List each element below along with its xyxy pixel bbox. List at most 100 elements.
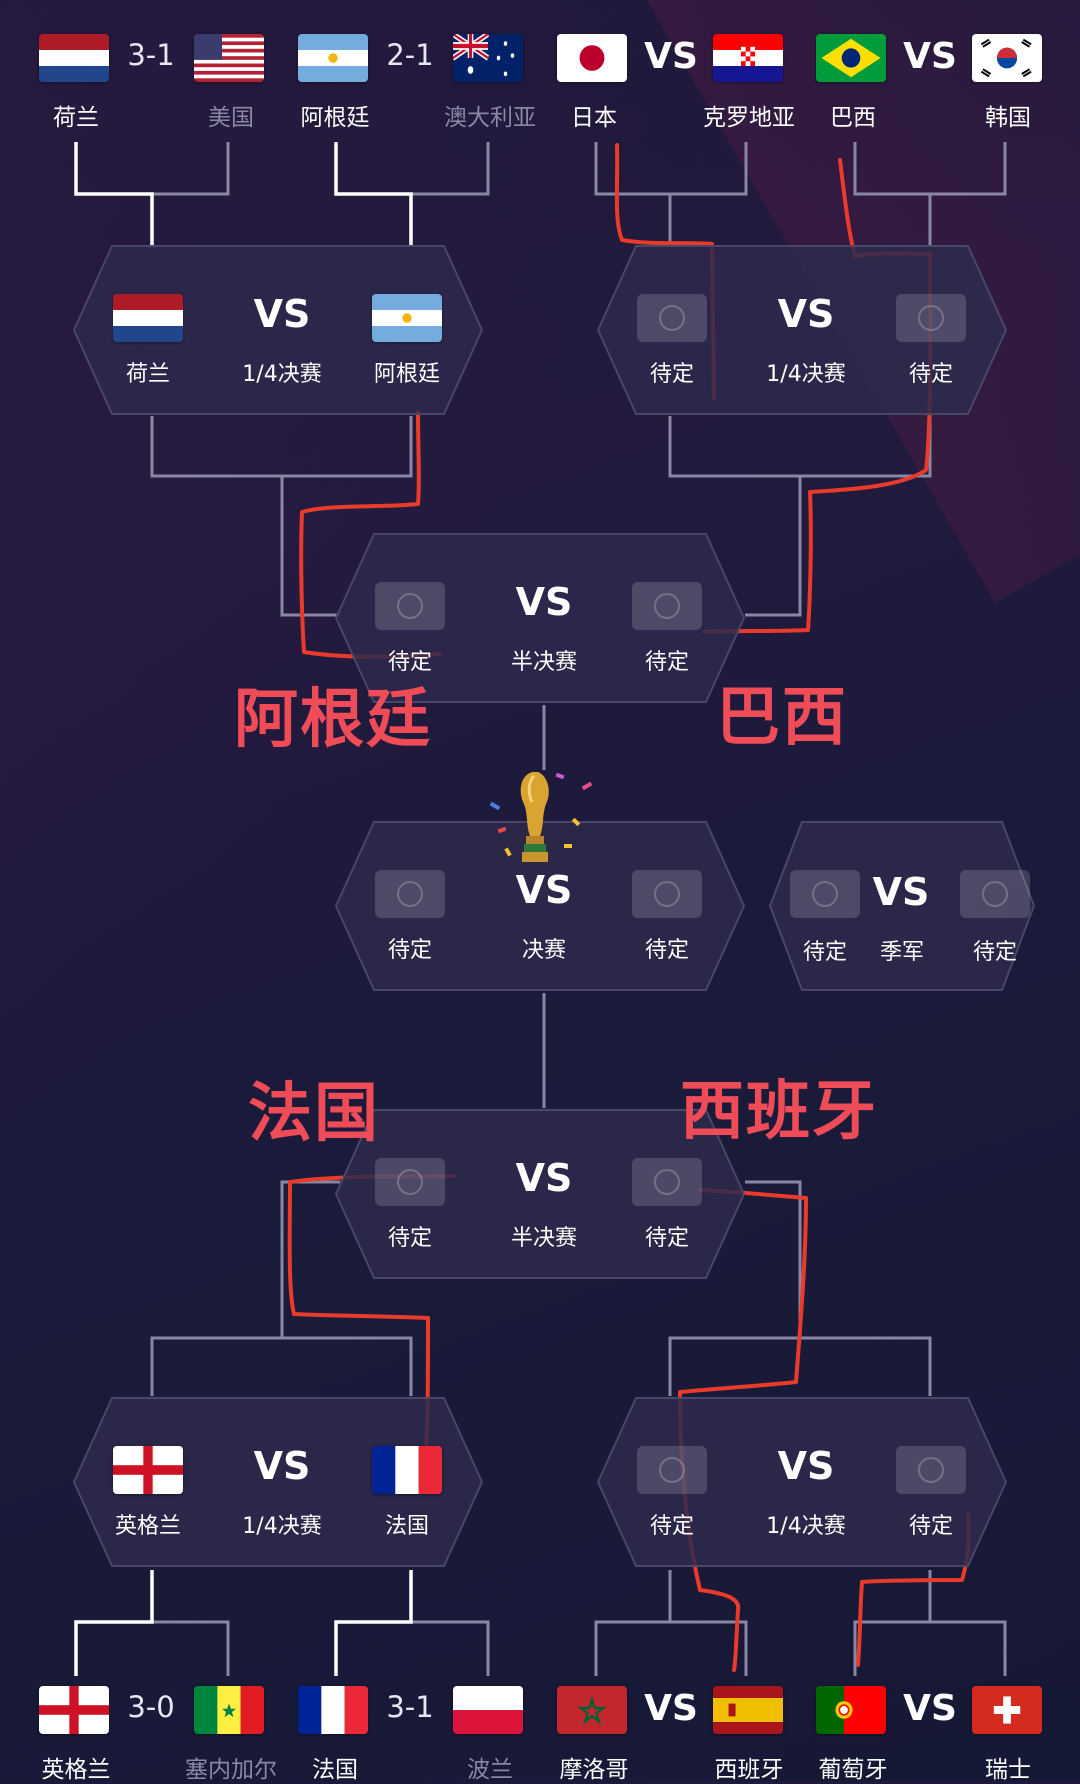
- team-name: 待定: [387, 938, 432, 963]
- stage-label: 1/4决赛: [242, 362, 322, 387]
- vs-label: VS: [872, 870, 930, 914]
- portugal-flag-icon: [816, 1686, 886, 1734]
- stage-label: 季军: [879, 940, 924, 965]
- team-name: 葡萄牙: [818, 1757, 888, 1783]
- spain-flag-icon: [713, 1686, 783, 1734]
- team-name: 英格兰: [41, 1757, 111, 1783]
- soccer-ball-placeholder-icon: [896, 1446, 966, 1494]
- soccer-ball-placeholder-icon: [896, 294, 966, 342]
- team-name: 待定: [644, 650, 689, 675]
- soccer-ball-placeholder-icon: [632, 870, 702, 918]
- vs-label: VS: [515, 1156, 573, 1200]
- prediction-annotation: 巴西: [716, 681, 848, 755]
- soccer-ball-placeholder-icon: [637, 294, 707, 342]
- team-name: 荷兰: [53, 105, 99, 131]
- team-name: 日本: [571, 105, 617, 131]
- stage-label: 决赛: [521, 938, 566, 963]
- card-background: [768, 821, 1036, 991]
- vs-label: VS: [253, 1444, 311, 1488]
- match-score: 3-1: [386, 1690, 434, 1724]
- soccer-ball-placeholder-icon: [960, 870, 1030, 918]
- australia-flag-icon: [453, 34, 523, 82]
- argentina-flag-icon: [372, 294, 442, 342]
- soccer-ball-placeholder-icon: [790, 870, 860, 918]
- team-name: 塞内加尔: [185, 1757, 277, 1783]
- netherlands-flag-icon: [113, 294, 183, 342]
- france-flag-icon: [372, 1446, 442, 1494]
- soccer-ball-placeholder-icon: [632, 582, 702, 630]
- quarterfinal-card-1[interactable]: VS 荷兰 1/4决赛 阿根廷: [72, 244, 484, 416]
- team-name: 待定: [972, 940, 1017, 965]
- team-name: 巴西: [830, 105, 876, 131]
- netherlands-flag-icon: [39, 34, 109, 82]
- quarterfinal-card-2[interactable]: VS 待定 1/4决赛 待定: [596, 244, 1008, 416]
- world-cup-trophy-icon: [489, 772, 593, 862]
- card-background: [334, 821, 746, 991]
- quarterfinal-card-4[interactable]: VS 待定 1/4决赛 待定: [596, 1396, 1008, 1568]
- poland-flag-icon: [453, 1686, 523, 1734]
- senegal-flag-icon: [194, 1686, 264, 1734]
- team-name: 克罗地亚: [703, 105, 795, 131]
- team-name: 待定: [649, 1514, 694, 1539]
- prediction-annotation: 法国: [248, 1077, 380, 1151]
- match-score: 3-1: [127, 38, 175, 72]
- team-name: 待定: [649, 362, 694, 387]
- soccer-ball-placeholder-icon: [375, 1158, 445, 1206]
- usa-flag-icon: [194, 34, 264, 82]
- team-name: 待定: [908, 362, 953, 387]
- card-background: [596, 245, 1008, 415]
- brazil-flag-icon: [816, 34, 886, 82]
- france-flag-icon: [298, 1686, 368, 1734]
- team-name: 阿根廷: [373, 362, 440, 387]
- korea-flag-icon: [972, 34, 1042, 82]
- card-background: [596, 1397, 1008, 1567]
- final-card[interactable]: VS 待定 决赛 待定: [334, 820, 746, 992]
- switzerland-flag-icon: [972, 1686, 1042, 1734]
- team-name: 法国: [384, 1514, 429, 1539]
- team-name: 待定: [802, 940, 847, 965]
- vs-label: VS: [644, 36, 698, 77]
- card-background: [334, 533, 746, 703]
- team-name: 待定: [908, 1514, 953, 1539]
- england-flag-icon: [113, 1446, 183, 1494]
- semifinal-card-2[interactable]: VS 待定 半决赛 待定: [334, 1108, 746, 1280]
- japan-flag-icon: [557, 34, 627, 82]
- prediction-annotation: 西班牙: [680, 1075, 878, 1149]
- team-name: 待定: [387, 650, 432, 675]
- vs-label: VS: [644, 1688, 698, 1729]
- soccer-ball-placeholder-icon: [375, 582, 445, 630]
- card-background: [72, 245, 484, 415]
- team-name: 瑞士: [985, 1757, 1031, 1783]
- quarterfinal-card-3[interactable]: VS 英格兰 1/4决赛 法国: [72, 1396, 484, 1568]
- vs-label: VS: [515, 580, 573, 624]
- match-score: 3-0: [127, 1690, 175, 1724]
- team-name: 美国: [208, 105, 254, 131]
- soccer-ball-placeholder-icon: [637, 1446, 707, 1494]
- team-name: 法国: [312, 1757, 358, 1783]
- team-name: 荷兰: [125, 362, 170, 387]
- vs-label: VS: [777, 1444, 835, 1488]
- vs-label: VS: [777, 292, 835, 336]
- soccer-ball-placeholder-icon: [375, 870, 445, 918]
- morocco-flag-icon: [557, 1686, 627, 1734]
- england-flag-icon: [39, 1686, 109, 1734]
- team-name: 英格兰: [114, 1514, 181, 1539]
- team-name: 韩国: [985, 105, 1031, 131]
- stage-label: 1/4决赛: [766, 362, 846, 387]
- stage-label: 半决赛: [510, 1226, 577, 1251]
- stage-label: 1/4决赛: [242, 1514, 322, 1539]
- vs-label: VS: [253, 292, 311, 336]
- semifinal-card-1[interactable]: VS 待定 半决赛 待定: [334, 532, 746, 704]
- team-name: 摩洛哥: [559, 1757, 629, 1783]
- vs-label: VS: [903, 1688, 957, 1729]
- vs-label: VS: [903, 36, 957, 77]
- card-background: [72, 1397, 484, 1567]
- team-name: 待定: [387, 1226, 432, 1251]
- argentina-flag-icon: [298, 34, 368, 82]
- team-name: 阿根廷: [300, 105, 370, 131]
- soccer-ball-placeholder-icon: [632, 1158, 702, 1206]
- third-place-card[interactable]: VS 待定 季军 待定: [768, 820, 1036, 992]
- team-name: 待定: [644, 1226, 689, 1251]
- team-name: 待定: [644, 938, 689, 963]
